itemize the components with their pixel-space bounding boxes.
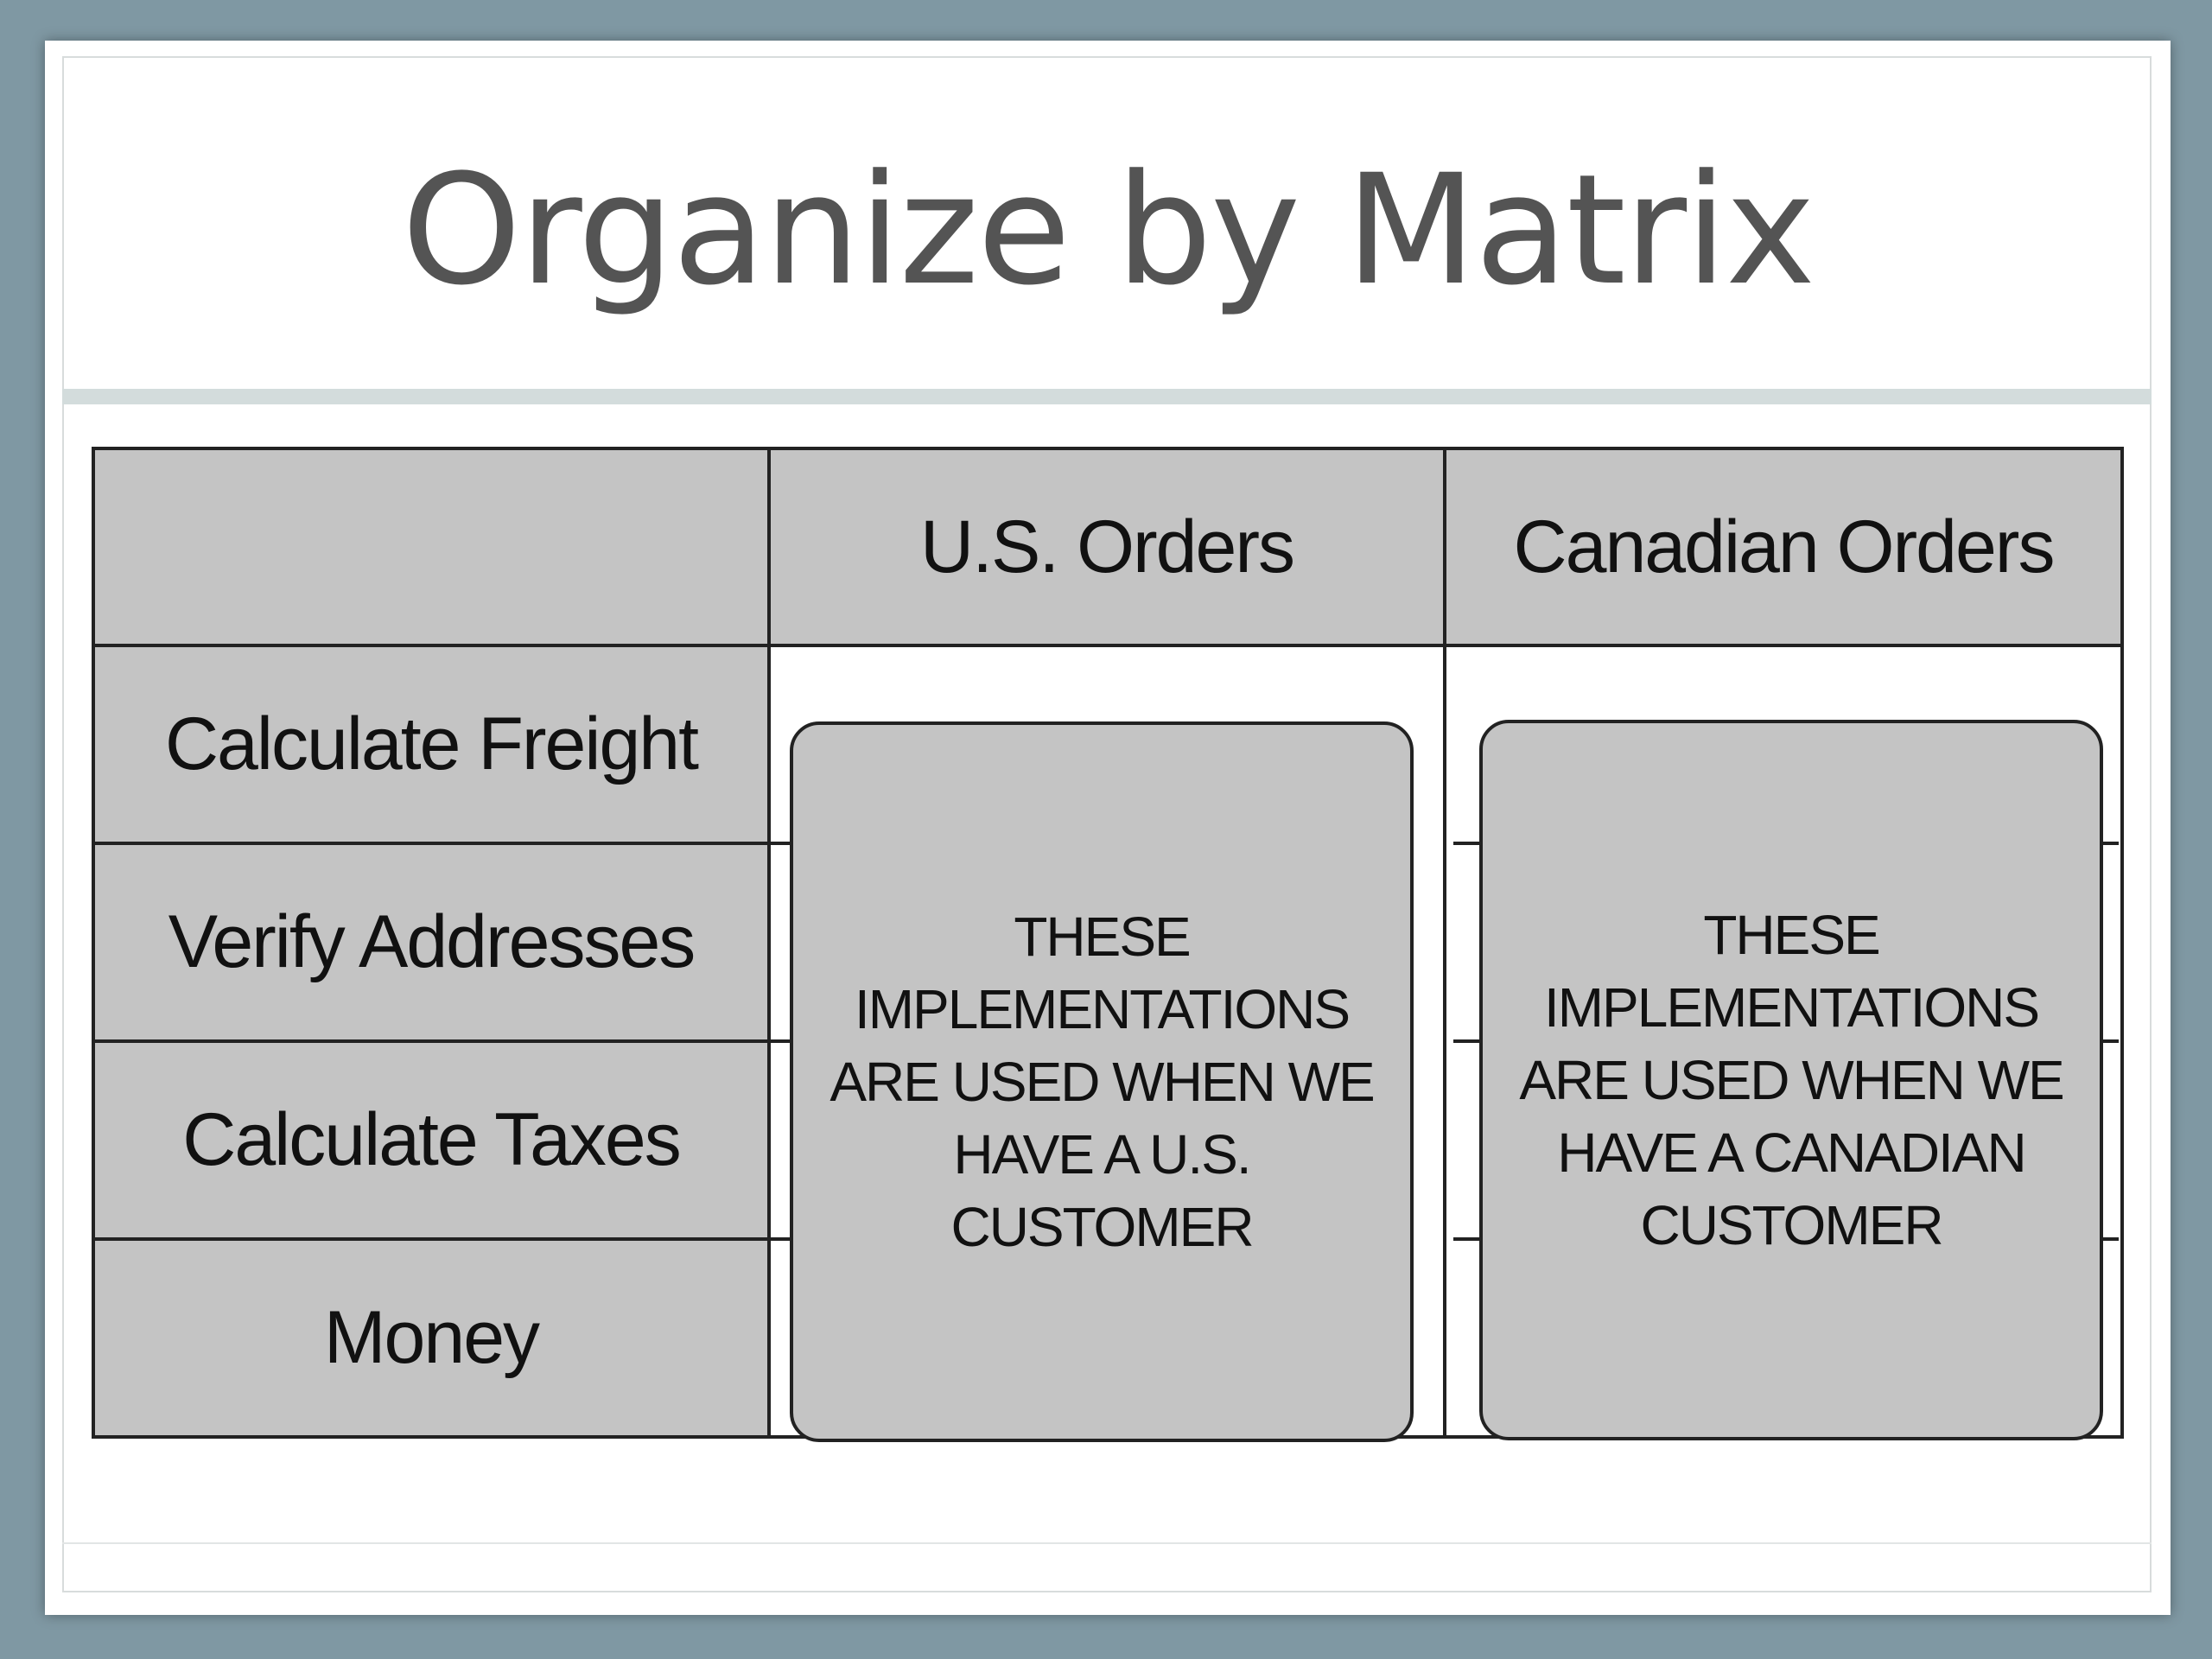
row-divider-stub bbox=[767, 1237, 793, 1241]
column-header-us: U.S. Orders bbox=[767, 447, 1446, 647]
row-divider-stub bbox=[1453, 1237, 1483, 1241]
slide: Organize by Matrix U.S. Orders Canadian … bbox=[45, 41, 2171, 1615]
matrix-diagram: U.S. Orders Canadian Orders Calculate Fr… bbox=[92, 447, 2124, 1442]
row-header-calculate-freight: Calculate Freight bbox=[92, 644, 771, 845]
row-divider-stub bbox=[767, 1039, 793, 1043]
row-divider-stub bbox=[1453, 1039, 1483, 1043]
row-header-verify-addresses: Verify Addresses bbox=[92, 842, 771, 1043]
canadian-implementations-box: THESE IMPLEMENTATIONS ARE USED WHEN WE H… bbox=[1479, 720, 2103, 1440]
row-header-money: Money bbox=[92, 1237, 771, 1439]
row-divider-stub bbox=[767, 842, 793, 845]
corner-cell bbox=[92, 447, 771, 647]
row-divider-stub bbox=[2089, 1237, 2119, 1241]
title-divider bbox=[62, 389, 2152, 404]
slide-frame bbox=[62, 56, 2152, 1592]
slide-title: Organize by Matrix bbox=[401, 142, 1815, 319]
footer-divider bbox=[62, 1542, 2152, 1544]
row-header-calculate-taxes: Calculate Taxes bbox=[92, 1039, 771, 1241]
column-header-canada: Canadian Orders bbox=[1443, 447, 2124, 647]
us-implementations-box: THESE IMPLEMENTATIONS ARE USED WHEN WE H… bbox=[790, 721, 1414, 1442]
row-divider-stub bbox=[2089, 842, 2119, 845]
row-divider-stub bbox=[1453, 842, 1483, 845]
row-divider-stub bbox=[2089, 1039, 2119, 1043]
